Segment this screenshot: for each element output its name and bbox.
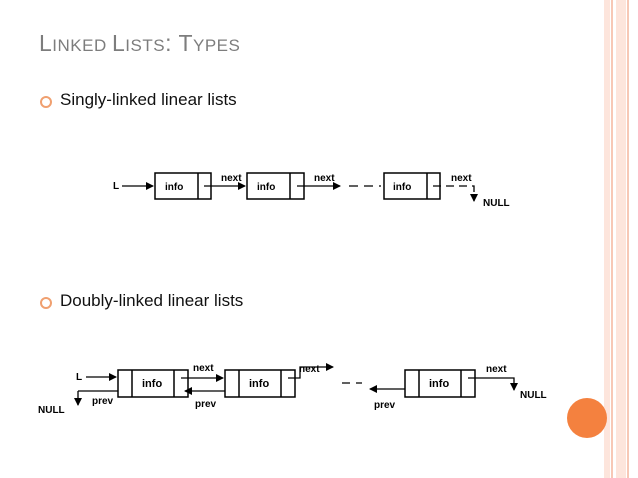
doubly-next-label-2: next [299, 364, 320, 375]
accent-circle [567, 398, 607, 438]
doubly-prev-label-3: prev [374, 400, 396, 411]
doubly-node-2-label: info [249, 378, 269, 390]
singly-node-2-label: info [257, 182, 275, 193]
doubly-next-label-1: next [193, 363, 214, 374]
slide-title: LINKED LISTS: TYPES [39, 30, 241, 56]
singly-next-label-2: next [314, 173, 335, 184]
doubly-head-label: L [76, 372, 82, 383]
doubly-node-3: info [404, 369, 476, 398]
decor-stripe-1 [604, 0, 610, 478]
doubly-node-3-label: info [429, 378, 449, 390]
bullet-singly: Singly-linked linear lists [60, 90, 237, 109]
singly-node-3: info [383, 172, 441, 200]
doubly-node-1-label: info [142, 378, 162, 390]
singly-null-label: NULL [483, 198, 510, 209]
singly-head-label: L [113, 181, 119, 192]
doubly-node-2: info [224, 369, 296, 398]
singly-node-1: info [154, 172, 212, 200]
singly-next-label-1: next [221, 173, 242, 184]
singly-next-label-3: next [451, 173, 472, 184]
doubly-prev-label-1: prev [92, 396, 114, 407]
doubly-next-label-3: next [486, 364, 507, 375]
doubly-null-right-label: NULL [520, 390, 547, 401]
bullet-marker-1 [40, 96, 52, 108]
bullet-doubly: Doubly-linked linear lists [60, 291, 244, 310]
decor-stripe-3 [616, 0, 626, 478]
decor-stripe-2 [611, 0, 613, 478]
doubly-node-1: info [117, 369, 189, 398]
singly-node-1-label: info [165, 182, 183, 193]
decor-stripe-4 [627, 0, 629, 478]
singly-node-3-label: info [393, 182, 411, 193]
doubly-prev-label-2: prev [195, 399, 217, 410]
bullet-marker-2 [40, 297, 52, 309]
doubly-null-left-label: NULL [38, 405, 65, 416]
